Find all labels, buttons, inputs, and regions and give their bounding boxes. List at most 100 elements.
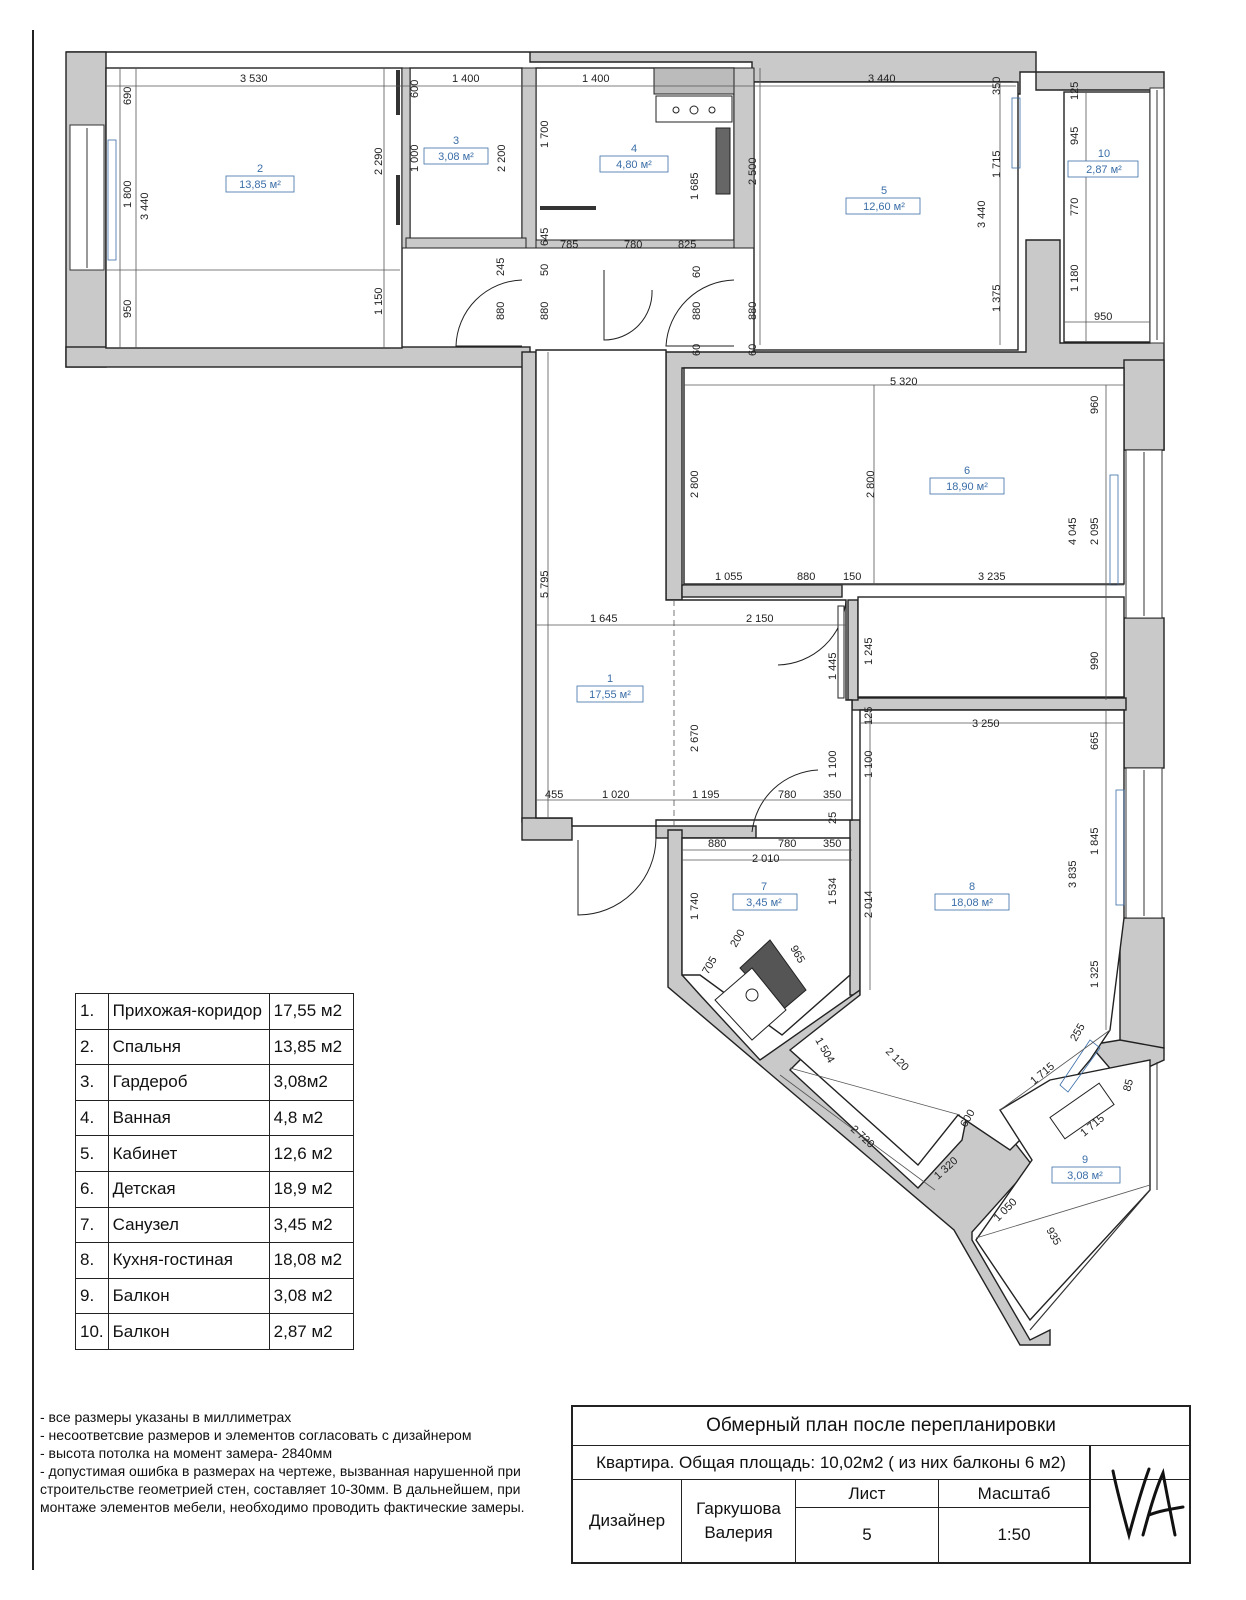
- note-line: - допустимая ошибка в размерах на чертеж…: [40, 1463, 525, 1515]
- designer-surname: Гаркушова: [696, 1499, 781, 1518]
- legend-area: 4,8 м2: [268, 1099, 354, 1137]
- legend-name: Спальня: [107, 1028, 270, 1066]
- dim-880f: 880: [708, 838, 726, 850]
- legend-area: 3,08 м2: [268, 1277, 354, 1315]
- dim-1534: 1 534: [827, 877, 839, 905]
- dim-85: 85: [1121, 1078, 1136, 1093]
- note-line: - несоответсвие размеров и элементов сог…: [40, 1427, 472, 1443]
- room-4-area: 4,80 м²: [616, 159, 652, 171]
- room-5-number: 5: [881, 185, 887, 197]
- dim-60a: 60: [691, 266, 703, 278]
- room-2-number: 2: [257, 163, 263, 175]
- dim-60b: 60: [691, 344, 703, 356]
- dim-1845: 1 845: [1089, 827, 1101, 855]
- dim-2670: 2 670: [689, 724, 701, 752]
- dim-3440c: 3 440: [976, 200, 988, 228]
- dim-1715a: 1 715: [991, 150, 1003, 178]
- legend-area: 18,9 м2: [268, 1170, 354, 1208]
- dim-1150: 1 150: [373, 287, 385, 315]
- legend-name: Кабинет: [107, 1135, 270, 1172]
- dim-1245: 1 245: [863, 637, 875, 665]
- dim-1700: 1 700: [539, 120, 551, 148]
- legend-number: 9.: [75, 1277, 109, 1315]
- dim-1195: 1 195: [692, 789, 720, 801]
- scale-label: Масштаб: [977, 1483, 1051, 1503]
- dim-3440a: 3 440: [868, 73, 896, 85]
- dim-880a: 880: [495, 302, 507, 320]
- room-1-area: 17,55 м²: [589, 689, 631, 701]
- room-10-area: 2,87 м²: [1086, 164, 1122, 176]
- room-7-number: 7: [761, 881, 767, 893]
- room-4-number: 4: [631, 143, 637, 155]
- plan-subtitle: Квартира. Общая площадь: 10,02м2 ( из ни…: [596, 1452, 1066, 1472]
- dim-2290: 2 290: [373, 147, 385, 175]
- room-8-number: 8: [969, 881, 975, 893]
- legend-name: Кухня-гостиная: [107, 1242, 270, 1279]
- dim-960: 960: [1089, 396, 1101, 414]
- room-3-area: 3,08 м²: [438, 151, 474, 163]
- dim-2500: 2 500: [747, 157, 759, 185]
- rooms-floor: [105, 67, 1151, 1322]
- legend-area: 18,08 м2: [268, 1242, 354, 1279]
- legend-name: Детская: [107, 1170, 270, 1208]
- dim-2800a: 2 800: [689, 470, 701, 498]
- designer-firstname: Валерия: [704, 1523, 773, 1542]
- legend-name: Балкон: [107, 1313, 270, 1350]
- room-9-number: 9: [1082, 1154, 1088, 1166]
- dim-780c: 780: [778, 838, 796, 850]
- dim-3235: 3 235: [978, 571, 1006, 583]
- scale-value: 1:50: [997, 1525, 1031, 1544]
- dim-1100a: 1 100: [827, 750, 839, 778]
- legend-area: 12,6 м2: [268, 1135, 354, 1172]
- dim-1375: 1 375: [991, 284, 1003, 312]
- dim-1020: 1 020: [602, 789, 630, 801]
- dim-1740: 1 740: [689, 892, 701, 920]
- dim-2014: 2 014: [863, 890, 875, 918]
- dim-1000: 1 000: [409, 144, 421, 172]
- dim-1445: 1 445: [827, 652, 839, 680]
- dim-945: 945: [1069, 127, 1081, 145]
- legend-name: Гардероб: [107, 1064, 270, 1101]
- dim-2095: 2 095: [1089, 517, 1101, 545]
- dimension-lines: [106, 68, 1151, 1239]
- room-5-area: 12,60 м²: [863, 201, 905, 213]
- fixtures: [653, 67, 1115, 1140]
- dim-25: 25: [827, 812, 839, 824]
- legend-area: 3,45 м2: [268, 1206, 354, 1244]
- dim-2800b: 2 800: [865, 470, 877, 498]
- dim-780b: 780: [778, 789, 796, 801]
- dim-1645: 1 645: [590, 613, 618, 625]
- drawing-notes: - все размеры указаны в миллиметрах - не…: [40, 1408, 570, 1516]
- room-3-number: 3: [453, 135, 459, 147]
- dim-150: 150: [843, 571, 861, 583]
- dim-5795: 5 795: [539, 570, 551, 598]
- legend-number: 7.: [75, 1206, 109, 1244]
- dim-780a: 780: [624, 239, 642, 251]
- dim-880d: 880: [747, 302, 759, 320]
- dim-125b: 125: [863, 707, 875, 725]
- legend-number: 8.: [75, 1242, 109, 1279]
- legend-area: 3,08м2: [268, 1064, 354, 1101]
- dim-2010: 2 010: [752, 853, 780, 865]
- dim-1400a: 1 400: [452, 73, 480, 85]
- room-10-number: 10: [1098, 148, 1110, 160]
- dim-645: 645: [539, 228, 551, 246]
- dim-350b: 350: [823, 789, 841, 801]
- dim-350a: 350: [991, 77, 1003, 95]
- room-labels: 1 17,55 м² 2 13,85 м² 3 3,08 м² 4 4,80 м…: [225, 135, 1139, 1184]
- dim-3835: 3 835: [1067, 860, 1079, 888]
- dim-3250: 3 250: [972, 718, 1000, 730]
- dim-2150: 2 150: [746, 613, 774, 625]
- dim-950a: 950: [122, 300, 134, 318]
- room-7-area: 3,45 м²: [746, 897, 782, 909]
- designer-signature-logo: [1111, 1467, 1185, 1541]
